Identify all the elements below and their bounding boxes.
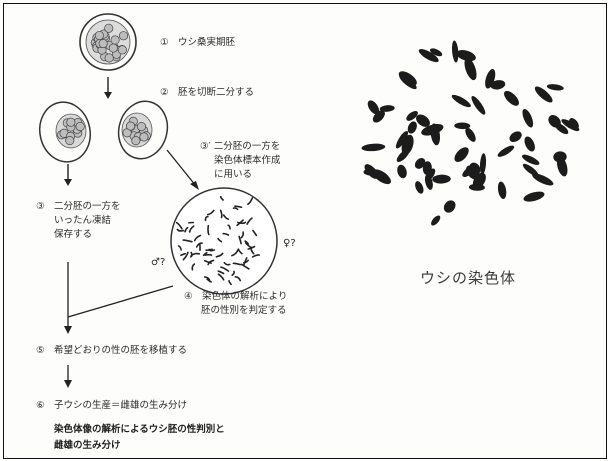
- chromosome: [450, 93, 472, 110]
- chromosome: [451, 40, 459, 62]
- step-6-label: ⑥ 子ウシの生産＝雌雄の生み分け: [36, 399, 187, 413]
- step-3prime-line2: 染色体標本作成: [214, 154, 281, 168]
- chromosome: [520, 108, 535, 129]
- figure-frame: ① ウシ桑実期胚 ② 胚を切断二分する ③′ 二分胚の一方を 染色体標本作成 に…: [3, 3, 607, 459]
- embryo-cell: [137, 122, 145, 130]
- embryo-cell: [111, 36, 119, 44]
- embryo-cell: [109, 44, 117, 52]
- chromosome: [502, 88, 522, 108]
- chromosome: [546, 83, 564, 91]
- chromosome: [452, 145, 471, 165]
- spread-chromosome: [208, 226, 209, 235]
- chromosome: [531, 171, 555, 188]
- photo-caption: ウシの染色体: [420, 267, 516, 288]
- half-embryo-right: [112, 96, 173, 164]
- embryo-cell: [99, 39, 107, 47]
- diagram-lines: [4, 4, 606, 458]
- line-analysis: [68, 286, 173, 317]
- embryo-cell: [118, 46, 126, 54]
- embryo-cell: [95, 31, 103, 39]
- embryo-cell: [132, 136, 140, 144]
- step-1-label: ① ウシ桑実期胚: [160, 36, 235, 50]
- chromosome: [479, 153, 486, 175]
- embryo-cell: [105, 24, 113, 32]
- chromosome: [469, 94, 487, 116]
- step-3-line2: いったん凍結: [54, 214, 111, 228]
- step-5-label: ⑤ 希望どおりの性の胚を移植する: [36, 344, 187, 358]
- chromosome: [441, 198, 457, 215]
- chromosome: [507, 129, 523, 144]
- chromosome: [361, 143, 385, 152]
- step-2-label: ② 胚を切断二分する: [160, 86, 254, 100]
- step-3-line3: 保存する: [54, 228, 92, 242]
- chromosome: [497, 181, 508, 200]
- figure-note-line1: 染色体像の解析によるウシ胚の性判別と: [54, 422, 225, 437]
- step-3-line1: ③ 二分胚の一方を: [36, 200, 121, 214]
- chromosome: [396, 164, 409, 180]
- embryo-cell: [76, 122, 84, 130]
- embryo-cell: [126, 122, 134, 130]
- embryo-cell: [105, 54, 113, 62]
- embryo-cell: [119, 32, 127, 40]
- chromosome: [432, 174, 451, 184]
- step-4-line1: ④ 染色体の解析により: [184, 290, 287, 304]
- chromosome: [522, 190, 545, 204]
- arrow-diagonal: [167, 150, 196, 186]
- chromosome: [429, 214, 442, 227]
- half-embryo-left: [34, 97, 95, 166]
- morula-embryo: [80, 14, 136, 70]
- karyotype-photo: [361, 40, 581, 227]
- step-3prime-line3: に用いる: [214, 168, 252, 182]
- step-3prime-line1: ③′ 二分胚の一方を: [200, 140, 280, 154]
- arrow-3: [64, 326, 72, 334]
- chromosome: [522, 135, 537, 153]
- embryo-cell: [67, 118, 75, 126]
- chromosome: [496, 144, 516, 159]
- embryo-cell: [140, 133, 148, 141]
- male-mark: ♂?: [151, 256, 165, 270]
- embryo-cell: [66, 136, 74, 144]
- step-4-line2: 胚の性別を判定する: [201, 304, 287, 318]
- figure-note-line2: 雌雄の生み分け: [54, 438, 121, 453]
- chromosome: [413, 180, 425, 195]
- female-mark: ♀?: [283, 237, 296, 251]
